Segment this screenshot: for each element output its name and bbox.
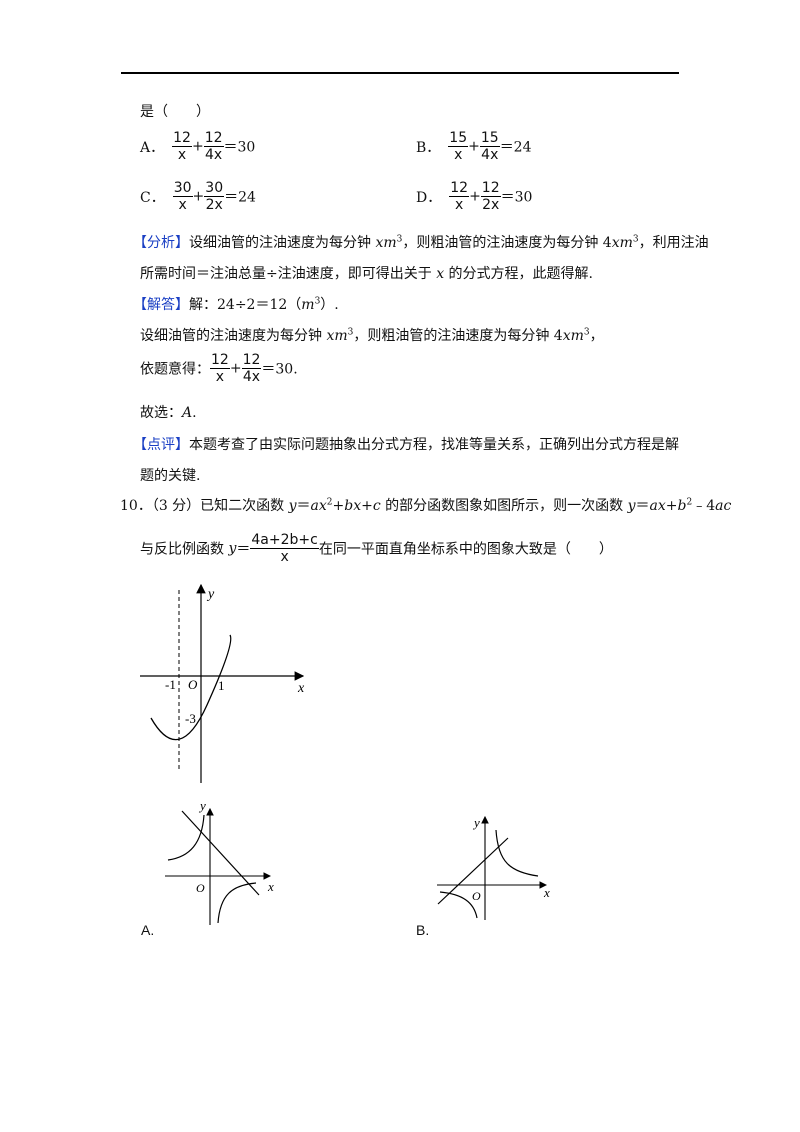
svg-text:y: y	[472, 815, 480, 830]
analysis-line-1: 【分析】设细油管的注油速度为每分钟 xm3，则粗油管的注油速度为每分钟 4xm3…	[133, 234, 709, 251]
linear-line	[181, 810, 260, 896]
tick-neg1: -1	[165, 677, 176, 692]
question10-line-1: 10．（3 分）已知二次函数 y＝ax2+bx+c 的部分函数图象如图所示，则一…	[120, 497, 732, 514]
graph-option-b: y x O	[437, 815, 550, 920]
question9-stem-tail: 是（ ）	[140, 104, 210, 120]
parabola-curve	[150, 634, 232, 741]
svg-text:O: O	[196, 881, 205, 895]
graph-option-a: y x O	[165, 798, 274, 925]
analysis-tag: 【分析】	[133, 235, 189, 251]
header-rule	[121, 72, 679, 74]
parabola-graph: y x O -1 1 -3	[140, 583, 305, 783]
hyperbola-branch-2	[217, 882, 257, 924]
analysis-line-2: 所需时间＝注油总量÷注油速度，即可得出关于 x 的分式方程，此题得解.	[140, 266, 593, 282]
svg-text:x: x	[543, 885, 550, 900]
origin-label: O	[188, 677, 198, 692]
svg-text:O: O	[472, 889, 481, 903]
hyperbola-branch-1	[495, 829, 539, 877]
tick-1: 1	[218, 678, 225, 693]
comment-line-1: 【点评】本题考查了由实际问题抽象出分式方程，找准等量关系，正确列出分式方程是解	[133, 437, 679, 453]
caption-a[interactable]: A.	[141, 922, 155, 938]
caption-b[interactable]: B.	[416, 922, 430, 938]
solution-line-2: 设细油管的注油速度为每分钟 xm3，则粗油管的注油速度为每分钟 4xm3，	[140, 327, 604, 344]
solution-answer: 故选：A.	[140, 405, 197, 421]
hyperbola-branch-1	[167, 814, 205, 861]
svg-text:y: y	[198, 798, 206, 813]
x-label: x	[297, 681, 305, 696]
y-label: y	[206, 587, 215, 602]
tick-neg3: -3	[185, 711, 196, 726]
comment-line-2: 题的关键.	[140, 468, 201, 484]
hyperbola-branch-2	[439, 891, 478, 919]
comment-tag: 【点评】	[133, 437, 189, 453]
svg-text:x: x	[267, 879, 274, 894]
solution-tag: 【解答】	[133, 297, 189, 313]
solution-line-1: 【解答】解：24÷2＝12（m3）.	[133, 296, 339, 313]
